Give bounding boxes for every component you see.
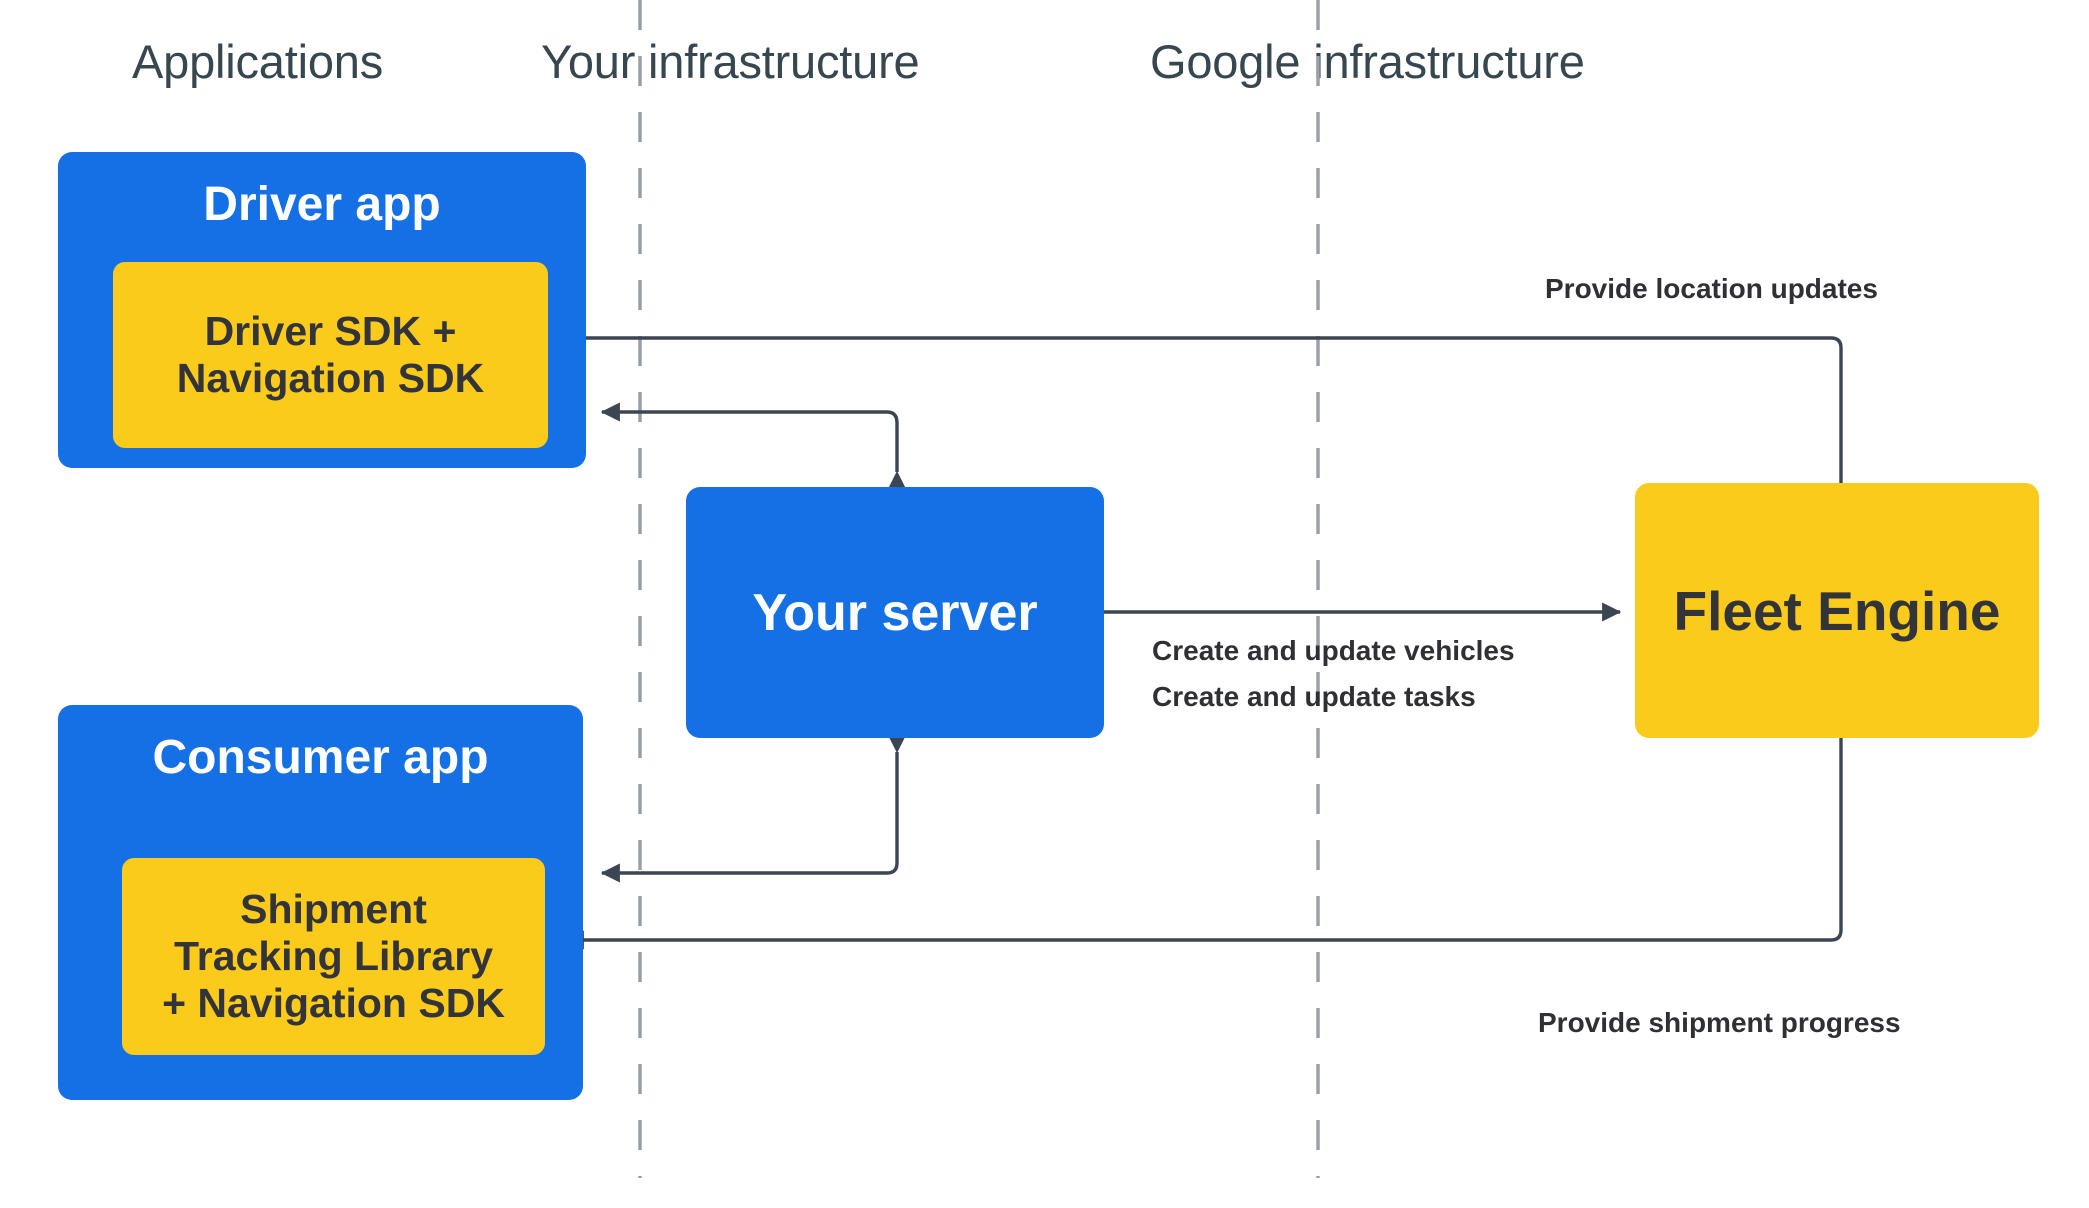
driver-sdk-label: Driver SDK + Navigation SDK (176, 307, 485, 401)
edge-server-consumer (600, 734, 907, 883)
fleet-engine-label: Fleet Engine (1673, 579, 2001, 642)
edge-shipment-progress (564, 738, 1843, 950)
zone-title-google-infrastructure: Google infrastructure (1150, 35, 1585, 88)
node-driver-sdk[interactable]: Driver SDK + Navigation SDK (113, 262, 548, 448)
node-fleet-engine[interactable]: Fleet Engine (1635, 483, 2039, 738)
edge-label-shipment-progress: Provide shipment progress (1538, 1007, 1901, 1038)
node-consumer-sdk[interactable]: Shipment Tracking Library + Navigation S… (122, 858, 545, 1055)
edge-label-create-update-tasks: Create and update tasks (1152, 681, 1476, 712)
node-your-server[interactable]: Your server (686, 487, 1104, 738)
driver-app-title: Driver app (203, 178, 441, 231)
consumer-app-title: Consumer app (152, 731, 489, 784)
consumer-sdk-label: Shipment Tracking Library + Navigation S… (162, 885, 505, 1027)
edge-server-driver (600, 402, 907, 490)
your-server-label: Your server (752, 583, 1038, 642)
edge-label-location-updates: Provide location updates (1545, 273, 1878, 304)
edge-location-updates (564, 328, 1851, 501)
edge-label-create-update-vehicles: Create and update vehicles (1152, 635, 1515, 666)
zone-title-applications: Applications (132, 35, 384, 88)
zone-title-your-infrastructure: Your infrastructure (541, 35, 920, 88)
